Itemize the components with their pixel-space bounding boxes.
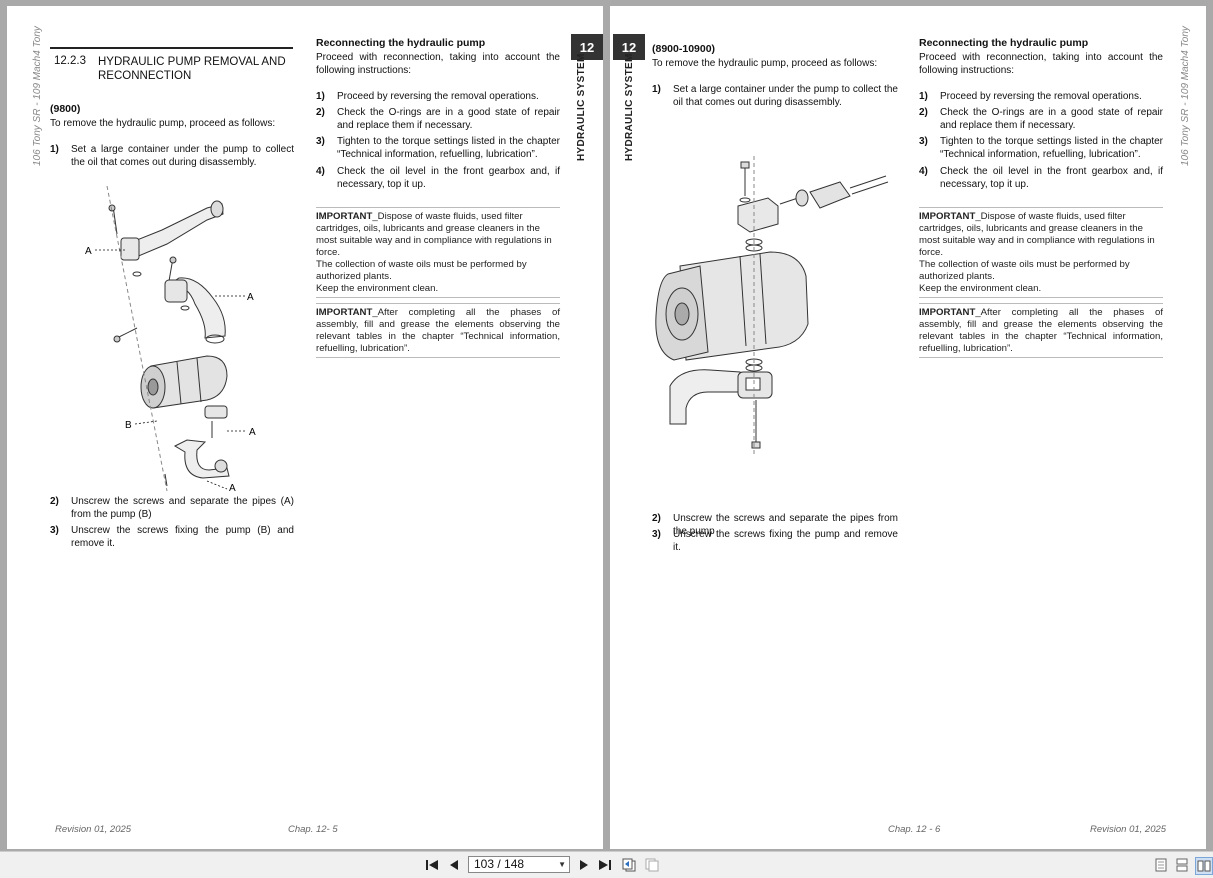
diagram-label-a: A: [249, 427, 256, 438]
chapter-vertical-title: HYDRAULIC SYSTEM: [576, 53, 587, 161]
reconnect-step-2: 2) Check the O-rings are in a good state…: [316, 107, 560, 131]
section-rule: [50, 47, 293, 49]
go-back-view-icon[interactable]: [621, 857, 637, 873]
intro-text: To remove the hydraulic pump, proceed as…: [652, 58, 878, 69]
important-note-1: IMPORTANT_Dispose of waste fluids, used …: [316, 207, 560, 298]
single-page-view-icon[interactable]: [1153, 857, 1169, 873]
footer-revision: Revision 01, 2025: [55, 824, 132, 835]
diagram-label-a: A: [229, 483, 236, 491]
chapter-vertical-title: HYDRAULIC SYSTEM: [624, 53, 635, 161]
footer-revision: Revision 01, 2025: [1090, 824, 1167, 835]
side-model-text: 106 Tony SR - 109 Mach4 Tony: [32, 26, 43, 166]
chevron-down-icon[interactable]: ▼: [558, 860, 566, 869]
continuous-view-icon[interactable]: [1174, 857, 1190, 873]
important-note-2: IMPORTANT_After completing all the phase…: [316, 303, 560, 358]
important-note-1: IMPORTANT_Dispose of waste fluids, used …: [919, 207, 1163, 298]
pump-exploded-diagram-left: A A B A A: [85, 186, 256, 491]
reconnect-heading: Reconnecting the hydraulic pump: [919, 37, 1089, 49]
pdf-page-left: 106 Tony SR - 109 Mach4 Tony 12.2.3 HYDR…: [7, 6, 603, 849]
reconnect-intro: Proceed with reconnection, taking into a…: [919, 52, 1163, 76]
model-heading: (9800): [50, 103, 81, 115]
step-3: 3) Unscrew the screws fixing the pump an…: [652, 529, 898, 553]
chapter-tab: 12: [571, 34, 603, 60]
go-forward-view-icon[interactable]: [644, 857, 660, 873]
section-number: 12.2.3: [54, 55, 86, 67]
diagram-label-b: B: [125, 420, 132, 431]
diagram-label-a: A: [85, 246, 92, 257]
reconnect-step-2: 2) Check the O-rings are in a good state…: [919, 107, 1163, 131]
chapter-tab: 12: [613, 34, 645, 60]
step-2: 2) Unscrew the screws and separate the p…: [652, 513, 898, 537]
intro-text: To remove the hydraulic pump, proceed as…: [50, 118, 276, 129]
pump-exploded-diagram-right: [655, 156, 889, 456]
page-number-field[interactable]: 103 / 148 ▼: [468, 856, 570, 873]
section-title: HYDRAULIC PUMP REMOVAL AND RECONNECTION: [98, 55, 286, 83]
reconnect-step-3: 3) Tighten to the torque settings listed…: [316, 136, 560, 160]
reconnect-step-4: 4) Check the oil level in the front gear…: [919, 166, 1163, 190]
side-model-text: 106 Tony SR - 109 Mach4 Tony: [1180, 26, 1191, 166]
pdf-page-right: 12 HYDRAULIC SYSTEM (8900-10900) To remo…: [610, 6, 1206, 849]
reconnect-step-1: 1) Proceed by reversing the removal oper…: [919, 91, 1142, 102]
two-page-view-icon[interactable]: [1195, 857, 1213, 875]
section-title-line2: RECONNECTION: [98, 70, 192, 82]
reconnect-step-4: 4) Check the oil level in the front gear…: [316, 166, 560, 190]
step-1: 1) Set a large container under the pump …: [652, 84, 898, 108]
reconnect-heading: Reconnecting the hydraulic pump: [316, 37, 486, 49]
viewer-toolbar: 103 / 148 ▼: [0, 851, 1213, 878]
reconnect-step-3: 3) Tighten to the torque settings listed…: [919, 136, 1163, 160]
step-2: 2) Unscrew the screws and separate the p…: [50, 496, 294, 520]
last-page-icon[interactable]: [597, 857, 613, 873]
diagram-label-a: A: [247, 292, 254, 303]
page-indicator: 103 / 148: [474, 857, 525, 871]
important-note-2: IMPORTANT_After completing all the phase…: [919, 303, 1163, 358]
footer-chapter-page: Chap. 12- 5: [288, 824, 338, 835]
first-page-icon[interactable]: [424, 857, 440, 873]
footer-chapter-page: Chap. 12 - 6: [888, 824, 941, 835]
step-1: 1) Set a large container under the pump …: [50, 144, 294, 168]
step-3: 3) Unscrew the screws fixing the pump (B…: [50, 525, 294, 549]
prev-page-icon[interactable]: [446, 857, 462, 873]
reconnect-intro: Proceed with reconnection, taking into a…: [316, 52, 560, 76]
model-heading: (8900-10900): [652, 43, 716, 55]
section-title-line1: HYDRAULIC PUMP REMOVAL AND: [98, 56, 286, 68]
next-page-icon[interactable]: [576, 857, 592, 873]
reconnect-step-1: 1) Proceed by reversing the removal oper…: [316, 91, 539, 102]
